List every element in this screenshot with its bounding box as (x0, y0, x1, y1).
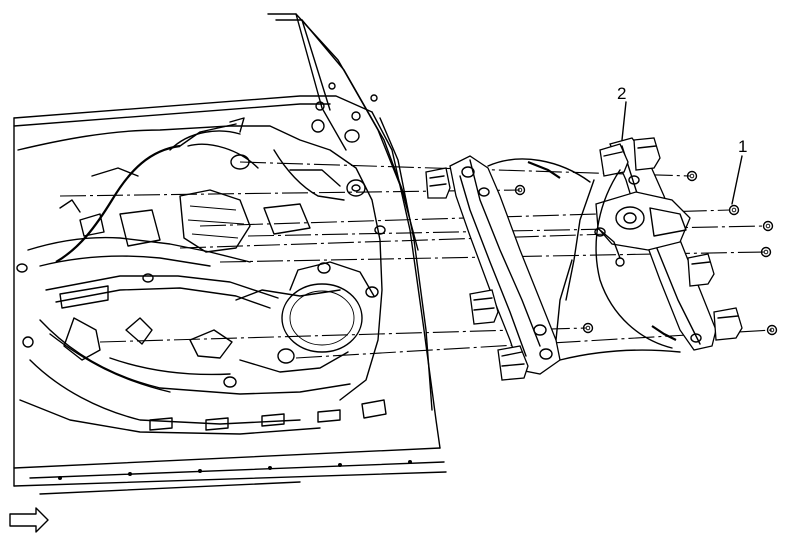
callout-leaders (621, 101, 743, 205)
nut-6 (582, 322, 594, 334)
callout-2-label: 2 (617, 84, 626, 103)
nuts (514, 170, 778, 336)
regulator-front-assembly (565, 137, 743, 351)
nut-7 (766, 324, 778, 336)
nut-5 (760, 246, 772, 258)
regulator-rear-rail (425, 155, 681, 381)
callout-1-label: 1 (738, 137, 747, 156)
view-direction-arrow-icon (9, 507, 49, 533)
door-frame (13, 13, 447, 495)
nut-4 (762, 220, 774, 232)
nut-3 (728, 204, 740, 216)
nut-1 (686, 170, 698, 182)
inner-door-panel (16, 82, 412, 480)
nut-2 (514, 184, 526, 196)
